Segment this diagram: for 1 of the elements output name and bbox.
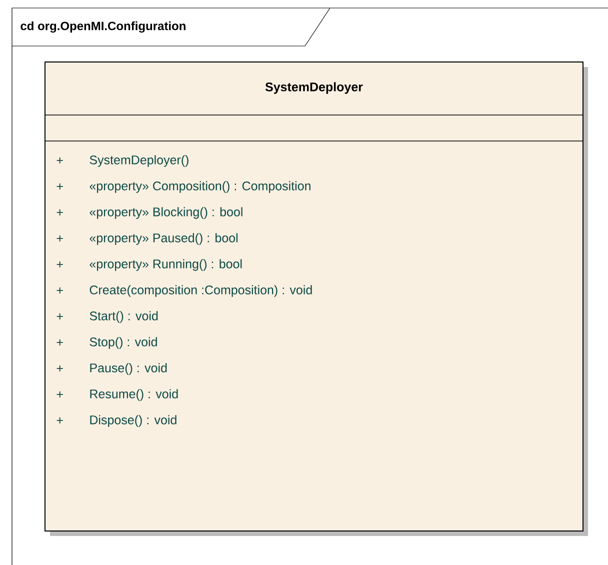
class-box: SystemDeployer + SystemDeployer() + «property» Composition() : Composition + «property» Blocking() : bool + «property» Paused() : bool + «property» Running() : bool + Create(composition :Composition) : void + Start() : void + Stop() : void + Pause() : void + Resume() : void + Dispose() : void <box>44 62 588 536</box>
